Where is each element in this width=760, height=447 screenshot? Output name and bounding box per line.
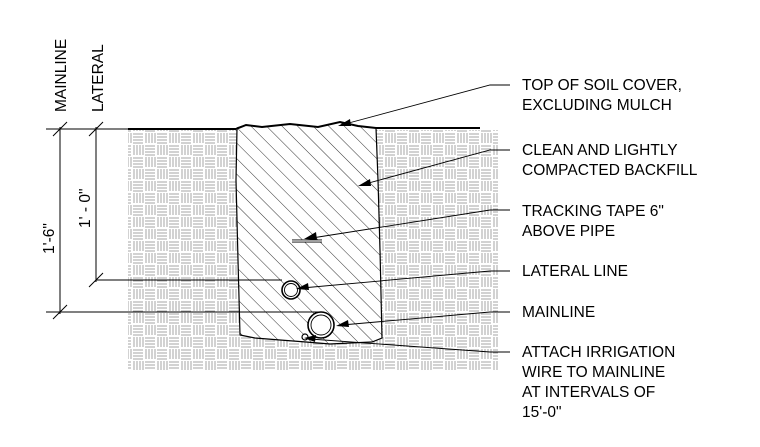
lateral-dimension xyxy=(88,121,282,288)
mainline-depth-label: 1'-6" xyxy=(41,223,58,254)
callout-tracking-tape: TRACKING TAPE 6" ABOVE PIPE xyxy=(522,203,668,240)
ground-line-irregular xyxy=(235,120,480,130)
mainline-pipe xyxy=(307,311,335,339)
callout-mainline: MAINLINE xyxy=(522,304,595,321)
leader-lines xyxy=(301,84,510,353)
mainline-header: MAINLINE xyxy=(53,39,70,112)
callout-lateral-line: LATERAL LINE xyxy=(522,263,628,280)
leader-arrowheads xyxy=(296,119,371,342)
mainline-dimension xyxy=(46,121,320,320)
lateral-header: LATERAL xyxy=(90,44,107,112)
callout-irrigation-wire: ATTACH IRRIGATION WIRE TO MAINLINE AT IN… xyxy=(522,344,680,421)
callout-backfill: CLEAN AND LIGHTLY COMPACTED BACKFILL xyxy=(522,142,698,179)
lateral-depth-label: 1' - 0" xyxy=(77,189,94,228)
lateral-pipe xyxy=(281,280,301,300)
callout-top-of-soil: TOP OF SOIL COVER, EXCLUDING MULCH xyxy=(522,77,686,114)
trench-hatch xyxy=(235,121,383,345)
